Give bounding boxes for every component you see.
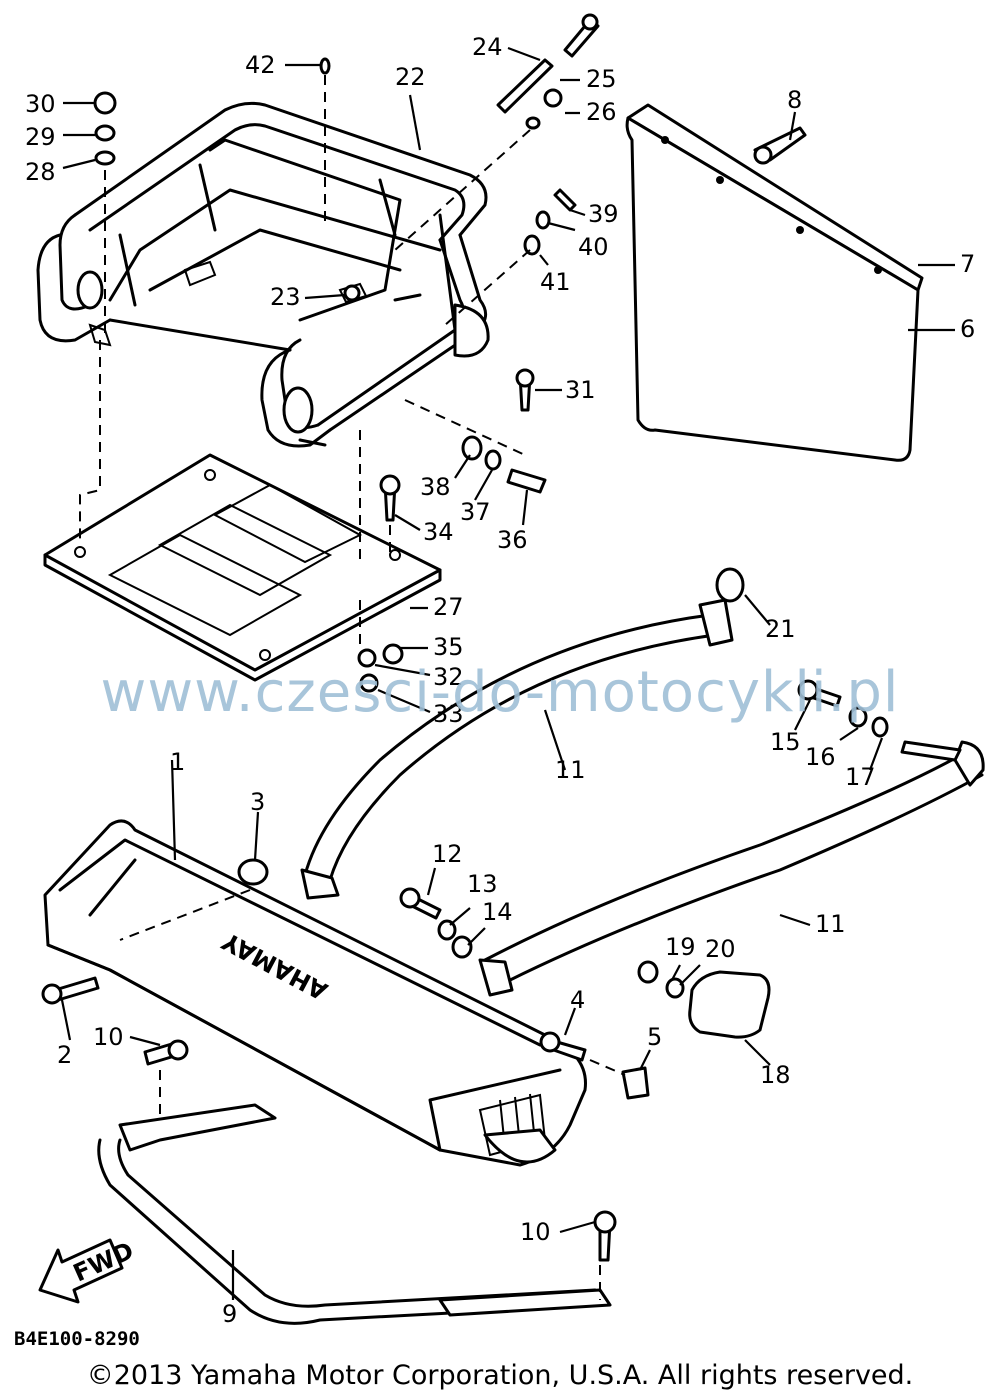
callout-34: 34 [423,518,454,546]
reference-code: B4E100-8290 [14,1328,140,1350]
callout-30: 30 [25,90,56,118]
number-plate [625,103,924,462]
callout-37: 37 [460,498,491,526]
callout-31: 31 [565,376,596,404]
callout-28: 28 [25,158,56,186]
callout-10-upper: 10 [93,1023,124,1051]
support-tubes [300,567,985,997]
callout-38: 38 [420,473,451,501]
callout-13: 13 [467,870,498,898]
cargo-rack [36,101,490,448]
callout-10-lower: 10 [520,1218,551,1246]
callout-1: 1 [170,748,185,776]
lower-guard [97,1103,612,1325]
callout-4: 4 [570,986,585,1014]
callout-16: 16 [805,743,836,771]
fasteners [41,13,889,1262]
callout-5: 5 [647,1023,662,1051]
callout-8: 8 [787,86,802,114]
callout-19: 19 [665,933,696,961]
callout-11-upper: 11 [555,756,586,784]
callout-42: 42 [245,51,276,79]
callout-33: 33 [433,700,464,728]
watermark: www.czesci-do-motocykli.pl [100,660,900,725]
callout-11-lower: 11 [815,910,846,938]
leader-lines [60,46,955,1300]
callout-40: 40 [578,233,609,261]
callout-7: 7 [960,250,975,278]
callout-17: 17 [845,763,876,791]
callout-14: 14 [482,898,513,926]
callout-24: 24 [472,33,503,61]
callout-2: 2 [57,1041,72,1069]
callout-29: 29 [25,123,56,151]
callout-36: 36 [497,526,528,554]
base-plate [43,453,442,682]
callout-9: 9 [222,1300,237,1328]
callout-3: 3 [250,788,265,816]
copyright-notice: ©2013 Yamaha Motor Corporation, U.S.A. A… [86,1360,914,1391]
callout-21: 21 [765,615,796,643]
callout-12: 12 [432,840,463,868]
callout-26: 26 [586,98,617,126]
callout-18: 18 [760,1061,791,1089]
callout-35: 35 [433,633,464,661]
callout-25: 25 [586,65,617,93]
callout-39: 39 [588,200,619,228]
callout-23: 23 [270,283,301,311]
callout-15: 15 [770,728,801,756]
callout-20: 20 [705,935,736,963]
callout-6: 6 [960,315,975,343]
callout-labels: 1 2 3 4 5 6 7 8 9 10 10 11 11 12 13 14 1… [25,33,975,1328]
callout-22: 22 [395,63,426,91]
assembly-lines [79,75,626,1300]
callout-41: 41 [540,268,571,296]
bumper: YAMAHA [43,819,587,1167]
callout-32: 32 [433,663,464,691]
callout-27: 27 [433,593,464,621]
fwd-arrow: FWD [38,1236,138,1304]
